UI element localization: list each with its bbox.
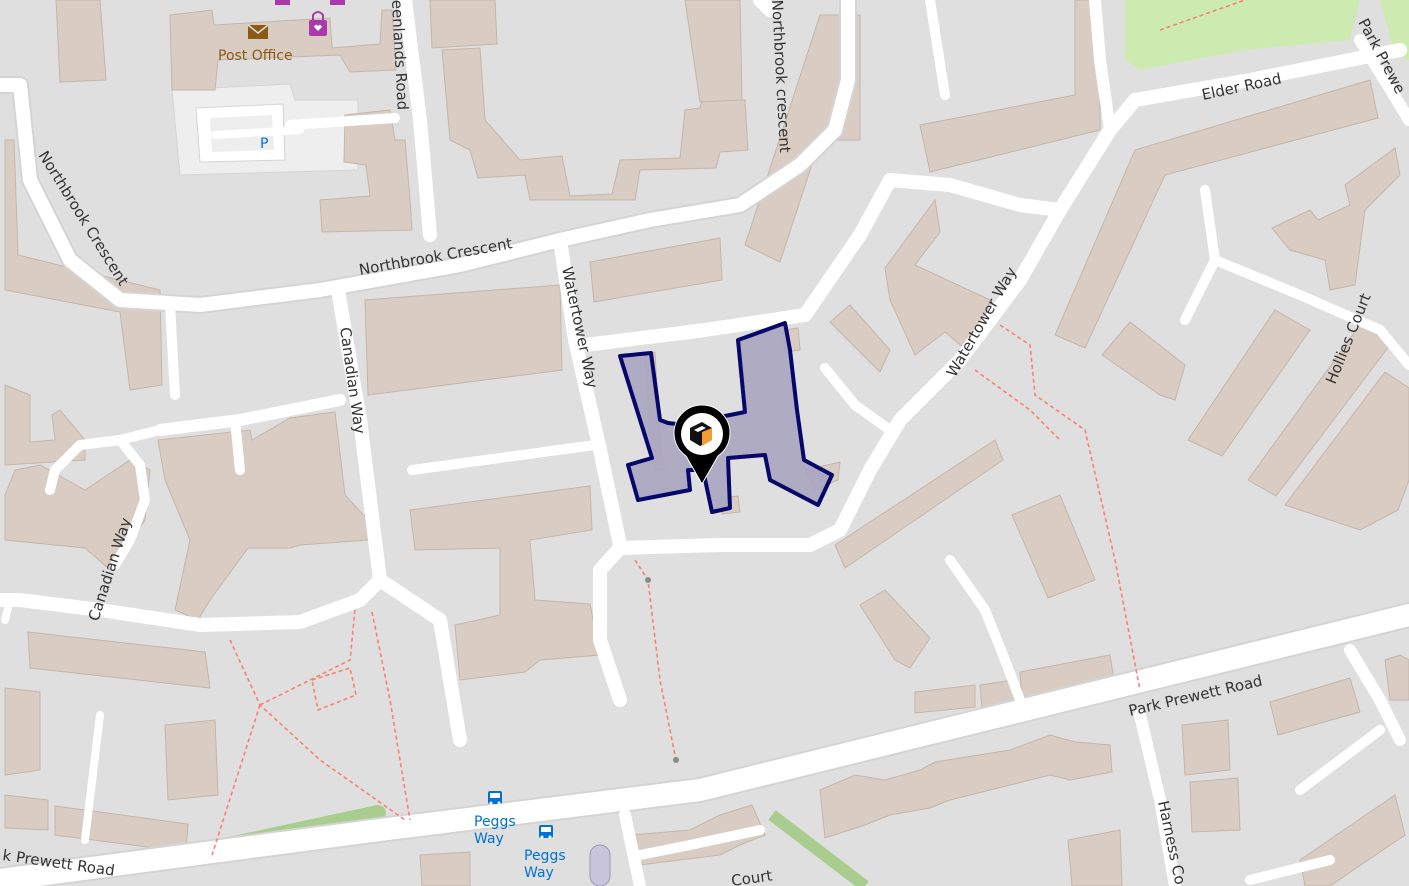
bus-shelter <box>589 844 611 886</box>
shopping-bag-icon[interactable] <box>309 11 327 36</box>
road-canadian-loop2 <box>110 435 150 570</box>
road-bottom-court2 <box>635 825 765 860</box>
building <box>819 734 1113 839</box>
label-greenlands-road: eenlands Road <box>388 0 412 111</box>
path-node <box>673 757 679 763</box>
bus-stop-label-text: Peggs <box>474 814 516 830</box>
bus-stop-label: Peggs Way <box>474 814 520 847</box>
bus-stop-label-line2: Way <box>474 831 504 847</box>
building <box>169 9 397 91</box>
building <box>744 14 861 263</box>
building <box>319 109 413 233</box>
building <box>157 411 369 621</box>
building <box>589 237 723 303</box>
road-park-prewe-top2 <box>925 0 950 100</box>
road-path-south <box>945 555 1025 705</box>
bus-stop-poi[interactable]: Peggs Way <box>474 791 520 847</box>
post-office-label: Post Office <box>218 48 293 64</box>
top-poi-fragment <box>330 0 345 5</box>
road-parking-access <box>211 126 304 139</box>
road-sw-b <box>1 596 14 624</box>
building <box>829 304 891 373</box>
building <box>419 851 471 886</box>
road-watertower-loop <box>578 173 1067 352</box>
envelope-icon <box>247 24 269 39</box>
road-watertower-east <box>593 203 1067 707</box>
building <box>1284 371 1409 531</box>
bus-icon <box>488 791 502 805</box>
road-canadian-spur <box>230 415 245 475</box>
building <box>4 459 151 571</box>
park-top-right <box>1125 0 1360 70</box>
parking-icon: P <box>260 136 268 152</box>
road-east-loop2 <box>1295 725 1385 795</box>
bus-stop-label-text: Peggs <box>524 848 566 864</box>
building <box>1269 677 1361 736</box>
building <box>164 719 219 801</box>
road-watertower-west <box>553 233 627 552</box>
road-watertower-court <box>820 363 895 435</box>
building <box>4 384 86 466</box>
road-elder-north <box>1089 0 1116 136</box>
building <box>1187 309 1311 457</box>
building <box>4 794 49 831</box>
building <box>4 139 163 391</box>
road-greenlands-branch <box>285 113 400 130</box>
footpaths <box>211 0 1246 856</box>
building <box>27 631 211 689</box>
post-office-poi[interactable]: Post Office <box>218 24 293 64</box>
bus-icon <box>539 825 553 839</box>
road-northbrook-right <box>753 0 777 17</box>
buildings <box>4 0 1409 886</box>
road-elder <box>1053 43 1407 217</box>
building <box>429 0 498 49</box>
building <box>1054 79 1379 349</box>
bus-stop-poi[interactable]: Peggs Way <box>524 825 570 881</box>
top-poi-fragment <box>275 0 290 5</box>
road-canadian-west <box>0 573 387 632</box>
building <box>1189 777 1241 833</box>
building <box>1101 321 1186 401</box>
building <box>364 284 563 396</box>
road-east-loop <box>1344 644 1406 746</box>
building <box>919 0 1101 173</box>
grass-strip-court <box>768 810 869 886</box>
road-sw-a <box>81 711 104 844</box>
building <box>1384 654 1409 701</box>
building <box>4 687 41 776</box>
road-northbrook-south <box>165 300 180 400</box>
road-canadian-loop <box>45 425 165 495</box>
parking-poi[interactable]: P <box>260 136 268 152</box>
bus-stop-label: Peggs Way <box>524 848 570 881</box>
building <box>834 439 1004 569</box>
road-east-spur <box>1245 855 1335 885</box>
location-pin-icon[interactable] <box>673 404 731 486</box>
building <box>55 0 107 83</box>
road-watertower-spur <box>407 440 600 475</box>
label-court: Court <box>730 866 773 886</box>
building <box>1181 719 1231 776</box>
road-canadian-way <box>331 283 467 747</box>
road-northbrook-crescent <box>0 0 855 312</box>
road-bottom-court <box>619 809 646 886</box>
building <box>1011 494 1096 599</box>
road-hollies-court2 <box>1210 255 1409 370</box>
building <box>409 485 601 681</box>
building <box>914 684 976 714</box>
road-harness <box>1134 709 1181 886</box>
building <box>684 0 743 103</box>
building <box>1067 829 1123 886</box>
road-park-prewett <box>0 604 1409 886</box>
bus-stop-label-line2: Way <box>524 865 554 881</box>
road-park-prewe-top <box>1354 34 1409 126</box>
building <box>1271 147 1401 291</box>
road-greenlands <box>398 0 437 242</box>
path-node <box>645 577 651 583</box>
building <box>859 589 931 669</box>
